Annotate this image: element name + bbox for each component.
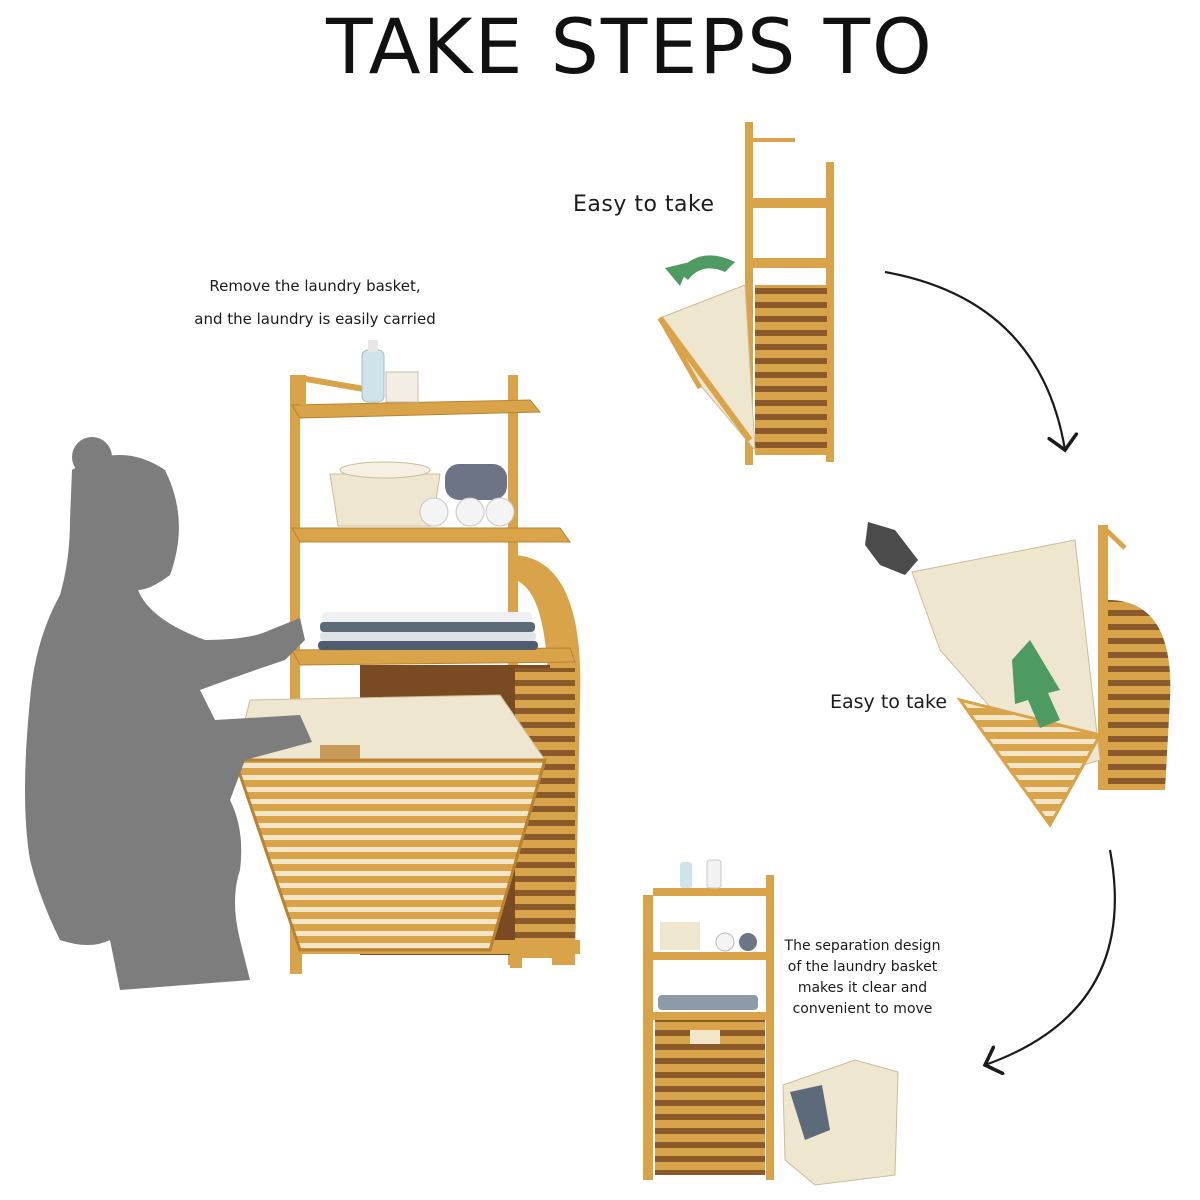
step1-cabinet bbox=[657, 122, 834, 465]
arrow-up-icon bbox=[1012, 640, 1060, 728]
main-caption-line-2: and the laundry is easily carried bbox=[194, 310, 436, 328]
step2-basket bbox=[865, 522, 1171, 828]
step3-caption-line-1: The separation design bbox=[784, 938, 941, 954]
main-cabinet bbox=[232, 340, 581, 974]
step2-label: Easy to take bbox=[830, 691, 948, 713]
step1-label: Easy to take bbox=[573, 192, 715, 217]
rotate-arrow-icon bbox=[678, 255, 735, 280]
step3-caption-line-2: of the laundry basket bbox=[787, 959, 938, 975]
hand-icon bbox=[865, 522, 918, 575]
step3-cabinet bbox=[643, 859, 899, 1186]
curved-arrow-icon-1 bbox=[884, 270, 1065, 450]
step3-caption: The separation design of the laundry bas… bbox=[775, 936, 950, 1020]
page-title: TAKE STEPS TO bbox=[326, 2, 934, 91]
step3-caption-line-3: makes it clear and bbox=[797, 980, 928, 996]
curved-arrow-icon-2 bbox=[985, 849, 1116, 1065]
step3-caption-line-4: convenient to move bbox=[792, 1001, 933, 1017]
main-caption-line-1: Remove the laundry basket, bbox=[209, 277, 421, 295]
main-caption: Remove the laundry basket, and the laund… bbox=[180, 270, 450, 336]
person-silhouette bbox=[25, 437, 312, 990]
